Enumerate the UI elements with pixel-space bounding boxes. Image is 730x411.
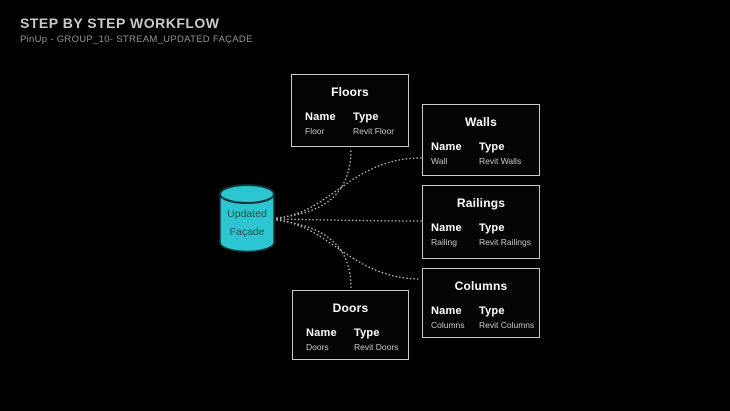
column-header-name: Name	[431, 141, 462, 153]
connector-to-walls	[276, 157, 422, 219]
type-value: Revit Floor	[353, 126, 395, 136]
database-cylinder-label: Updated Façade	[227, 208, 267, 238]
entity-box-railings: Railings Name Railing Type Revit Railing…	[422, 185, 540, 259]
column-header-type: Type	[479, 305, 505, 317]
entity-title: Walls	[465, 115, 497, 129]
type-value: Revit Railings	[479, 237, 531, 247]
column-header-type: Type	[354, 327, 380, 339]
type-value: Revit Walls	[479, 156, 522, 166]
name-value: Doors	[306, 342, 329, 352]
type-value: Revit Columns	[479, 320, 535, 330]
entity-box-walls: Walls Name Wall Type Revit Walls	[422, 104, 540, 176]
entity-title: Railings	[456, 196, 506, 210]
name-value: Railing	[431, 237, 457, 247]
column-header-name: Name	[305, 111, 336, 123]
column-header-name: Name	[431, 305, 462, 317]
entity-box-floors: Floors Name Floor Type Revit Floor	[291, 74, 409, 147]
entity-title: Columns	[454, 279, 508, 293]
database-cylinder-shape	[219, 184, 275, 253]
entity-title: Doors	[332, 301, 369, 315]
column-header-name: Name	[306, 327, 337, 339]
name-value: Columns	[431, 320, 465, 330]
column-header-type: Type	[353, 111, 379, 123]
entity-box-columns: Columns Name Columns Type Revit Columns	[422, 268, 540, 338]
connector-to-columns	[276, 219, 422, 280]
column-header-name: Name	[431, 222, 462, 234]
type-value: Revit Doors	[354, 342, 399, 352]
page-title: STEP BY STEP WORKFLOW	[20, 15, 220, 31]
column-header-type: Type	[479, 222, 505, 234]
column-header-type: Type	[479, 141, 505, 153]
connector-to-railings	[276, 218, 422, 222]
name-value: Wall	[431, 156, 448, 166]
page-subtitle: PinUp - GROUP_10- STREAM_UPDATED FAÇADE	[20, 34, 253, 45]
connector-to-floors	[276, 147, 352, 219]
entity-title: Floors	[331, 85, 369, 99]
entity-box-doors: Doors Name Doors Type Revit Doors	[292, 290, 409, 360]
connector-to-doors	[276, 219, 352, 289]
name-value: Floor	[305, 126, 325, 136]
